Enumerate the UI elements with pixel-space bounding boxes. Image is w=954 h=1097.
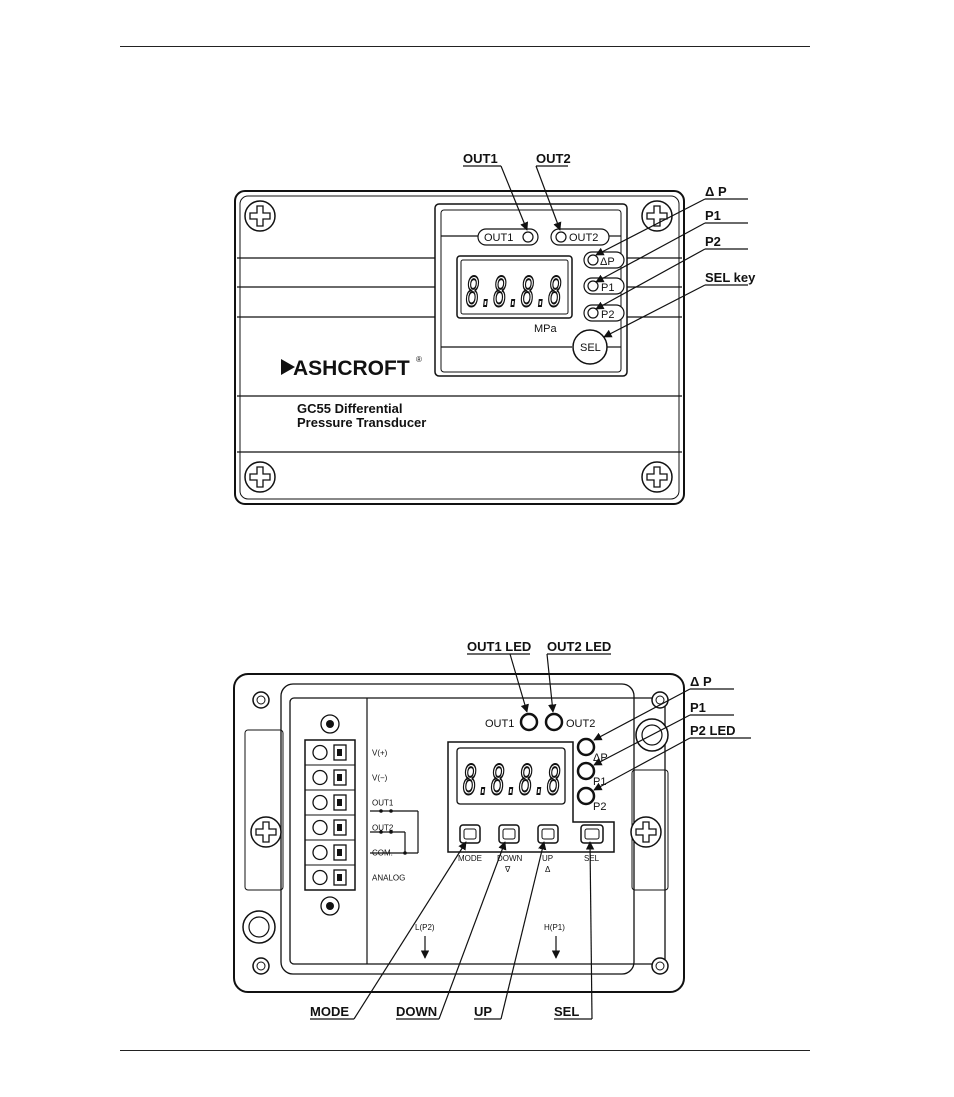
down-arrow-icon: ∇ bbox=[504, 865, 511, 874]
panel-p2-label: P2 bbox=[601, 309, 614, 321]
screw-icon bbox=[631, 817, 661, 847]
figure1-front-panel: OUT1 OUT2 8.8.8.8 ΔP P1 P2 MPa SEL ASHCR… bbox=[235, 191, 684, 504]
cable-port-icon bbox=[243, 911, 275, 943]
out2-led-icon bbox=[546, 714, 562, 730]
callout-mode: MODE bbox=[310, 1004, 349, 1019]
screw-icon bbox=[642, 201, 672, 231]
panel2-out1-label: OUT1 bbox=[485, 718, 514, 730]
callout-down: DOWN bbox=[396, 1004, 437, 1019]
panel-delta-p-label: ΔP bbox=[600, 256, 615, 268]
sel-key-button[interactable] bbox=[581, 825, 603, 843]
callout-delta-p: Δ P bbox=[705, 184, 727, 199]
up-key-label: UP bbox=[542, 854, 553, 863]
mount-hole-icon bbox=[253, 692, 269, 708]
p1-led-icon bbox=[588, 281, 598, 291]
delta-p-led-icon bbox=[588, 255, 598, 265]
p2-led-icon bbox=[578, 788, 594, 804]
sel-button-label: SEL bbox=[580, 342, 601, 354]
screw-icon bbox=[251, 817, 281, 847]
svg-text:®: ® bbox=[416, 355, 422, 364]
out1-led-icon bbox=[523, 232, 533, 242]
up-key-button[interactable] bbox=[538, 825, 558, 843]
p2-led-icon bbox=[588, 308, 598, 318]
callout-out2-led: OUT2 LED bbox=[547, 639, 611, 654]
up-arrow-icon: Δ bbox=[545, 865, 551, 874]
mode-key-button[interactable] bbox=[460, 825, 480, 843]
mount-hole-icon bbox=[253, 958, 269, 974]
high-port-label: H(P1) bbox=[544, 923, 565, 932]
panel-p1-label: P1 bbox=[601, 282, 614, 294]
panel-out1-label: OUT1 bbox=[484, 232, 513, 244]
panel2-p1-label: P1 bbox=[593, 776, 606, 788]
callout-out1-led: OUT1 LED bbox=[467, 639, 531, 654]
panel2-display-digits: 8.8.8.8 bbox=[463, 758, 561, 804]
out2-led-icon bbox=[556, 232, 566, 242]
low-port-label: L(P2) bbox=[415, 923, 435, 932]
callout-out2: OUT2 bbox=[536, 151, 571, 166]
model-name-line1: GC55 Differential bbox=[297, 401, 402, 416]
sel-button[interactable]: SEL bbox=[573, 330, 607, 364]
callout-out1: OUT1 bbox=[463, 151, 498, 166]
out1-led-icon bbox=[521, 714, 537, 730]
callout-up: UP bbox=[474, 1004, 492, 1019]
p1-led-icon bbox=[578, 763, 594, 779]
ashcroft-logo: ASHCROFT ® bbox=[281, 355, 422, 380]
delta-p-led-icon bbox=[578, 739, 594, 755]
model-name-line2: Pressure Transducer bbox=[297, 415, 426, 430]
callout-delta-p-2: Δ P bbox=[690, 674, 712, 689]
panel-display-digits: 8.8.8.8 bbox=[466, 270, 562, 316]
panel-unit-label: MPa bbox=[534, 323, 558, 335]
terminal-label: V(+) bbox=[372, 749, 388, 758]
terminal-label: ANALOG bbox=[372, 874, 405, 883]
panel-out2-label: OUT2 bbox=[569, 232, 598, 244]
sel-key-label: SEL bbox=[584, 854, 600, 863]
callout-p2-led: P2 LED bbox=[690, 723, 736, 738]
terminal-label: OUT1 bbox=[372, 799, 394, 808]
callout-p1: P1 bbox=[705, 208, 721, 223]
panel2-p2-label: P2 bbox=[593, 801, 606, 813]
panel2-out2-label: OUT2 bbox=[566, 718, 595, 730]
callout-p2: P2 bbox=[705, 234, 721, 249]
screw-icon bbox=[245, 462, 275, 492]
mount-hole-icon bbox=[652, 958, 668, 974]
screw-icon bbox=[642, 462, 672, 492]
mode-key-label: MODE bbox=[458, 854, 482, 863]
screw-icon bbox=[245, 201, 275, 231]
terminal-label: V(−) bbox=[372, 774, 388, 783]
callout-sel: SEL bbox=[554, 1004, 579, 1019]
down-key-button[interactable] bbox=[499, 825, 519, 843]
callout-sel-key: SEL key bbox=[705, 270, 756, 285]
svg-text:ASHCROFT: ASHCROFT bbox=[293, 357, 410, 380]
down-key-label: DOWN bbox=[497, 854, 523, 863]
callout-p1-2: P1 bbox=[690, 700, 706, 715]
